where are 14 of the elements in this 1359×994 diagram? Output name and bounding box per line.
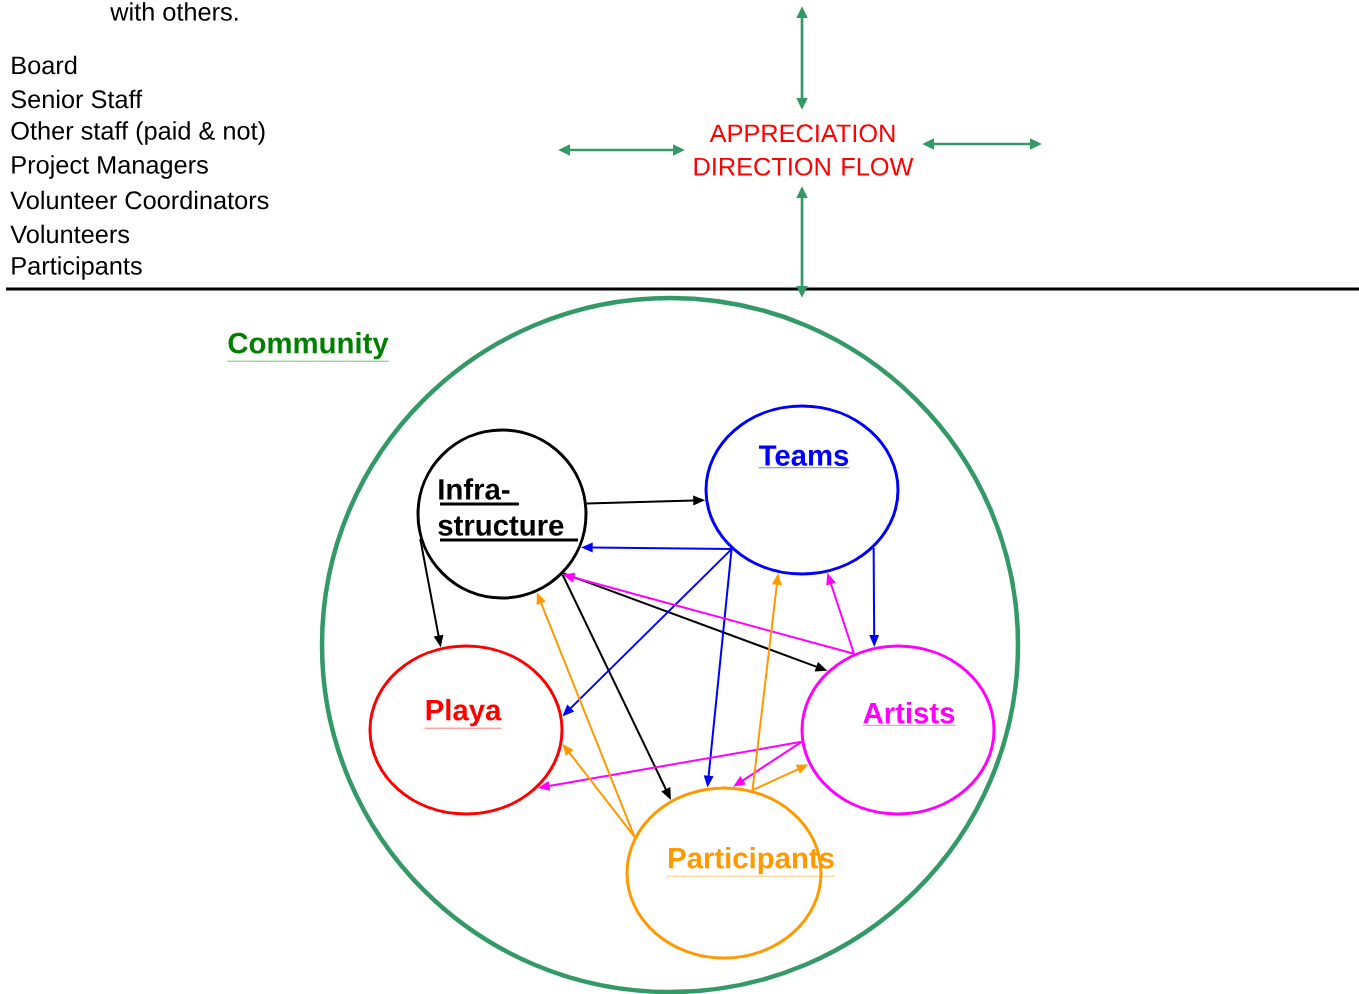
node-label: Community [227,332,389,362]
list-item: with others. [110,2,238,21]
list-item: Project Managers [12,155,208,179]
node-label: Playa [424,699,502,729]
node-label: Artists [862,701,956,726]
node-label: Teams [758,445,850,469]
node-label: Infra- structure [438,478,578,542]
list-item: Participants [12,256,142,280]
list-item: Volunteers [10,224,130,244]
list-item: Volunteer Coordinators [10,190,269,210]
flow-heading: APPRECIATION DIRECTION FLOW [694,124,914,176]
list-item: Board [12,55,77,75]
list-item: Senior Staff [11,89,143,109]
list-item: Other staff (paid & not) [11,121,265,145]
